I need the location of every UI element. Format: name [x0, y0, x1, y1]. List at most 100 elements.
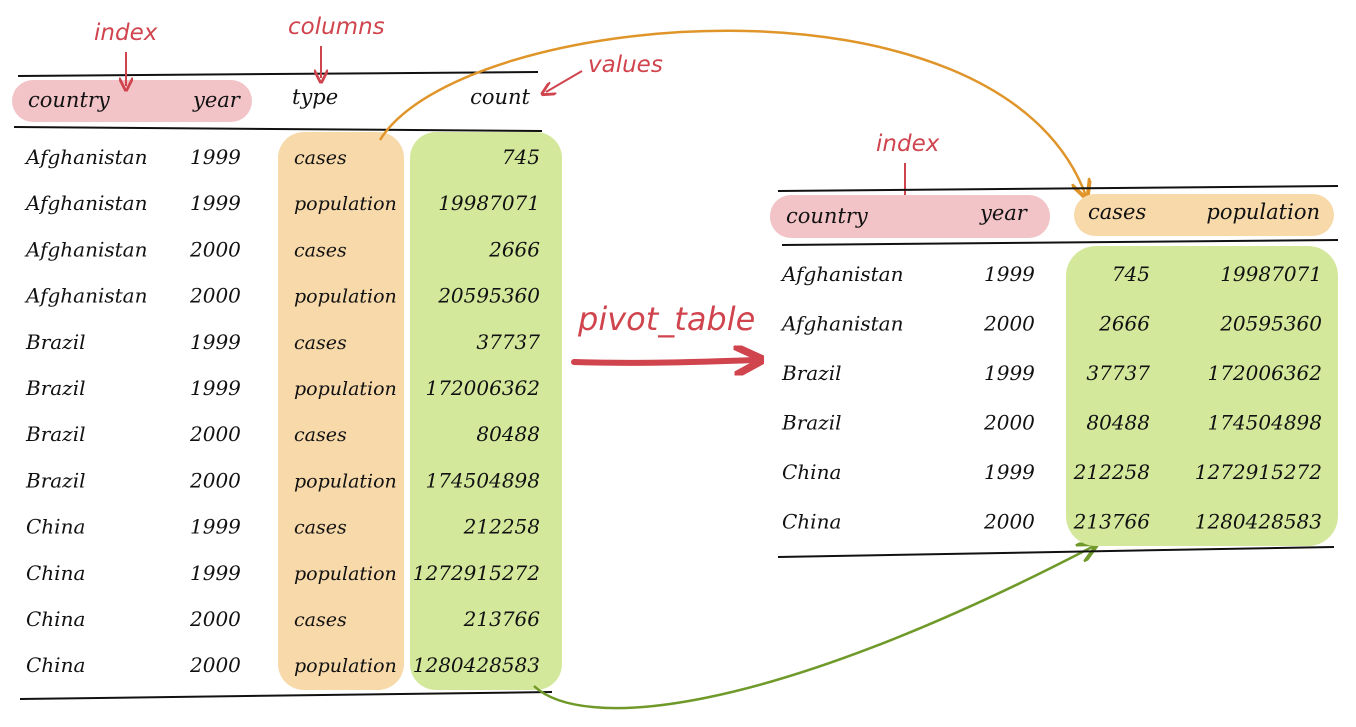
wide-table-row: Brazil 1999 37737 172006362: [781, 361, 1322, 385]
wide-cell-cases: 213766: [1073, 510, 1151, 534]
long-cell-year: 2000: [189, 422, 241, 446]
wide-cell-cases: 2666: [1098, 312, 1150, 336]
long-cell-country: Afghanistan: [24, 145, 147, 169]
values-label: values: [588, 52, 663, 78]
wide-header-cases: cases: [1088, 200, 1146, 224]
long-cell-year: 2000: [189, 284, 241, 308]
long-table-row: Brazil 1999 population 172006362: [25, 376, 540, 400]
wide-cell-year: 1999: [984, 460, 1035, 484]
long-bottom-rule: [19, 691, 553, 700]
long-cell-country: China: [26, 515, 85, 539]
long-cell-count: 80488: [476, 422, 540, 446]
long-cell-country: China: [26, 607, 85, 631]
long-cell-count: 213766: [463, 607, 541, 631]
long-header-rule: [13, 126, 543, 132]
long-cell-country: Brazil: [25, 422, 86, 446]
values-flow-arrow: [533, 546, 1094, 710]
long-cell-count: 212258: [463, 515, 540, 539]
wide-bottom-rule: [777, 546, 1335, 558]
long-cell-type: cases: [294, 609, 347, 631]
wide-cell-population: 174504898: [1207, 411, 1322, 435]
wide-index-highlight: [770, 195, 1050, 238]
wide-cell-year: 2000: [983, 510, 1035, 534]
long-cell-year: 2000: [189, 653, 241, 677]
long-cell-country: Brazil: [25, 330, 86, 354]
long-cell-type: cases: [294, 332, 347, 354]
wide-cell-country: Afghanistan: [780, 262, 903, 286]
long-cell-count: 37737: [476, 330, 540, 354]
long-cell-count: 172006362: [425, 376, 540, 400]
long-cell-year: 1999: [190, 376, 241, 400]
wide-values-highlight: [1066, 246, 1338, 546]
long-cell-count: 745: [502, 145, 540, 169]
long-cell-year: 1999: [190, 515, 241, 539]
long-cell-type: population: [294, 286, 397, 308]
wide-cell-country: China: [782, 460, 841, 484]
wide-header-population: population: [1206, 200, 1320, 224]
long-header-type: type: [292, 85, 338, 109]
long-cell-year: 1999: [190, 145, 241, 169]
long-cell-type: cases: [294, 239, 347, 261]
long-cell-type: population: [294, 563, 397, 585]
wide-cell-country: Afghanistan: [780, 312, 903, 336]
long-index-highlight: [12, 80, 252, 122]
long-table-row: Afghanistan 1999 population 19987071: [24, 191, 540, 215]
index-label-right: index: [876, 131, 940, 157]
wide-cell-year: 1999: [984, 262, 1035, 286]
wide-cell-population: 172006362: [1207, 361, 1322, 385]
long-cell-count: 1280428583: [413, 653, 540, 677]
long-cell-country: Afghanistan: [24, 284, 147, 308]
wide-cell-population: 20595360: [1219, 312, 1322, 336]
wide-cell-country: Brazil: [781, 361, 842, 385]
long-type-highlight: [278, 132, 404, 690]
pivot-arrow: [571, 360, 755, 363]
long-table-row: Afghanistan 2000 cases 2666: [24, 237, 540, 261]
wide-cell-year: 1999: [984, 361, 1035, 385]
wide-cell-cases: 80488: [1086, 411, 1150, 435]
long-count-highlight: [410, 132, 562, 690]
long-cell-type: population: [294, 655, 397, 677]
long-cell-country: Afghanistan: [24, 237, 147, 261]
long-cell-year: 1999: [190, 191, 241, 215]
long-cell-type: population: [294, 193, 397, 215]
long-table-row: Brazil 2000 cases 80488: [25, 422, 540, 446]
long-table-row: Brazil 1999 cases 37737: [25, 330, 540, 354]
wide-columns-highlight: [1074, 194, 1334, 236]
long-cell-type: population: [294, 378, 397, 400]
wide-cell-cases: 37737: [1086, 361, 1150, 385]
long-table: country year type count Afghanistan 1999 c…: [12, 71, 562, 700]
long-cell-country: China: [26, 561, 85, 585]
long-cell-year: 1999: [190, 330, 241, 354]
long-table-row: China 1999 cases 212258: [26, 515, 540, 539]
long-header-country: country: [28, 88, 111, 112]
long-cell-type: cases: [294, 517, 347, 539]
wide-header-year: year: [979, 201, 1029, 225]
wide-cell-population: 1272915272: [1195, 460, 1322, 484]
long-cell-country: Brazil: [25, 468, 86, 492]
wide-table: country year cases population Afghanista…: [770, 185, 1339, 558]
long-header-year: year: [192, 88, 242, 112]
long-table-row: China 2000 population 1280428583: [26, 653, 540, 677]
wide-top-rule: [777, 185, 1339, 192]
long-top-rule: [17, 71, 539, 77]
wide-header-country: country: [786, 204, 869, 228]
wide-cell-country: Brazil: [781, 411, 842, 435]
long-cell-country: Brazil: [25, 376, 86, 400]
long-cell-country: Afghanistan: [24, 191, 147, 215]
long-header-count: count: [470, 85, 530, 109]
values-arrow: [546, 70, 583, 92]
columns-label: columns: [288, 14, 385, 40]
long-cell-country: China: [26, 653, 85, 677]
wide-cell-population: 1280428583: [1195, 510, 1322, 534]
long-cell-count: 2666: [488, 237, 540, 261]
wide-header-rule: [781, 239, 1339, 246]
long-cell-year: 2000: [189, 237, 241, 261]
long-cell-count: 19987071: [438, 191, 540, 215]
long-cell-type: cases: [294, 424, 347, 446]
